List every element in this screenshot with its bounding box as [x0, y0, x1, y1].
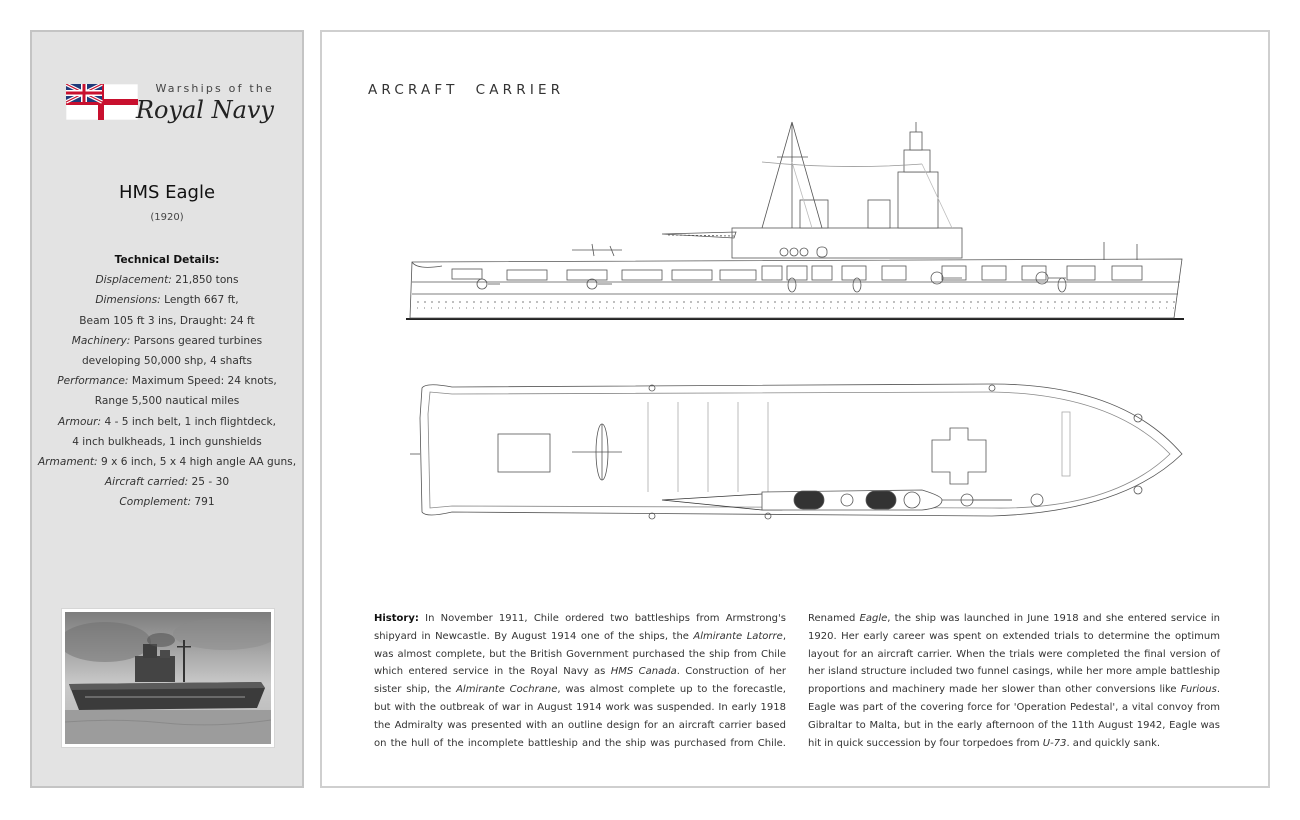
- tech-line: Armour: 4 - 5 inch belt, 1 inch flightde…: [58, 415, 276, 428]
- category-title: ARCRAFT CARRIER: [368, 82, 565, 98]
- history-text: History: In November 1911, Chile ordered…: [374, 610, 1220, 752]
- tech-line: Beam 105 ft 3 ins, Draught: 24 ft: [79, 314, 255, 327]
- ship-photo-image: [65, 612, 271, 744]
- tech-line: Armament: 9 x 6 inch, 5 x 4 high angle A…: [37, 456, 297, 469]
- tech-line: Machinery: Parsons geared turbines: [71, 334, 263, 347]
- tech-line: Performance: Maximum Speed: 24 knots,: [57, 375, 277, 388]
- ship-profile-side: [406, 121, 1184, 320]
- tech-line: Displacement: 21,850 tons: [95, 274, 239, 287]
- ship-drawing: [406, 121, 1184, 520]
- tech-line: Aircraft carried: 25 - 30: [104, 476, 230, 489]
- white-ensign-flag-icon: [66, 84, 138, 120]
- ship-year: (1920): [150, 212, 184, 223]
- tech-line: Dimensions: Length 667 ft,: [95, 294, 239, 307]
- ship-name: HMS Eagle: [118, 182, 216, 203]
- tech-line: developing 50,000 shp, 4 shafts: [81, 355, 253, 368]
- main-panel: ARCRAFT CARRIER: [320, 30, 1270, 788]
- tech-line: 4 inch bulkheads, 1 inch gunshields: [72, 435, 262, 448]
- tech-line: Complement: 791: [119, 496, 215, 509]
- tech-line: Range 5,500 nautical miles: [94, 395, 240, 408]
- history-label: History:: [374, 613, 419, 624]
- technical-details: Technical Details: Displacement: 21,850 …: [32, 250, 302, 513]
- info-sidebar: Warships of the Royal Navy HMS Eagle (19…: [30, 30, 304, 788]
- ship-profile-top: [410, 383, 1183, 520]
- technical-details-heading: Technical Details:: [114, 254, 220, 266]
- ship-photo: [61, 608, 275, 748]
- navy-title: Royal Navy: [135, 96, 274, 124]
- history-paragraph: History: In November 1911, Chile ordered…: [374, 613, 1220, 749]
- series-title: Warships of the: [155, 82, 274, 95]
